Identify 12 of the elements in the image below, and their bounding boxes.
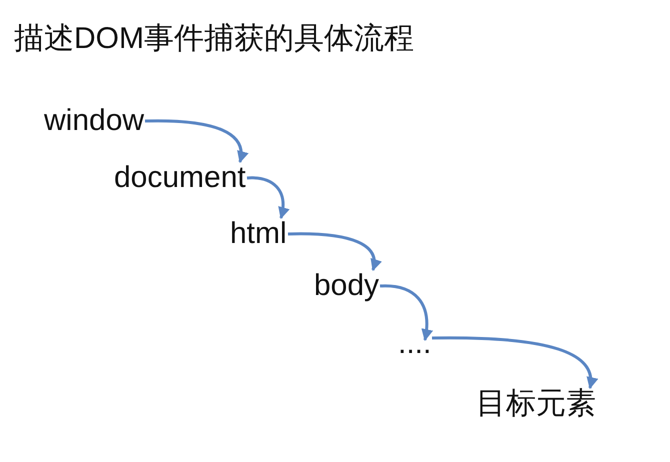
step-label: document: [114, 160, 246, 196]
step-label: 目标元素: [476, 386, 596, 422]
curved-arrow: [432, 336, 598, 390]
curved-arrow: [144, 119, 248, 164]
step-label: html: [230, 216, 287, 252]
curved-arrow: [246, 176, 290, 220]
curved-arrow: [380, 284, 433, 342]
step-label: body: [314, 268, 380, 304]
step-label: window: [44, 103, 144, 139]
title: 描述DOM事件捕获的具体流程: [14, 21, 414, 57]
step-label: ....: [398, 326, 432, 362]
curved-arrow: [288, 232, 382, 272]
